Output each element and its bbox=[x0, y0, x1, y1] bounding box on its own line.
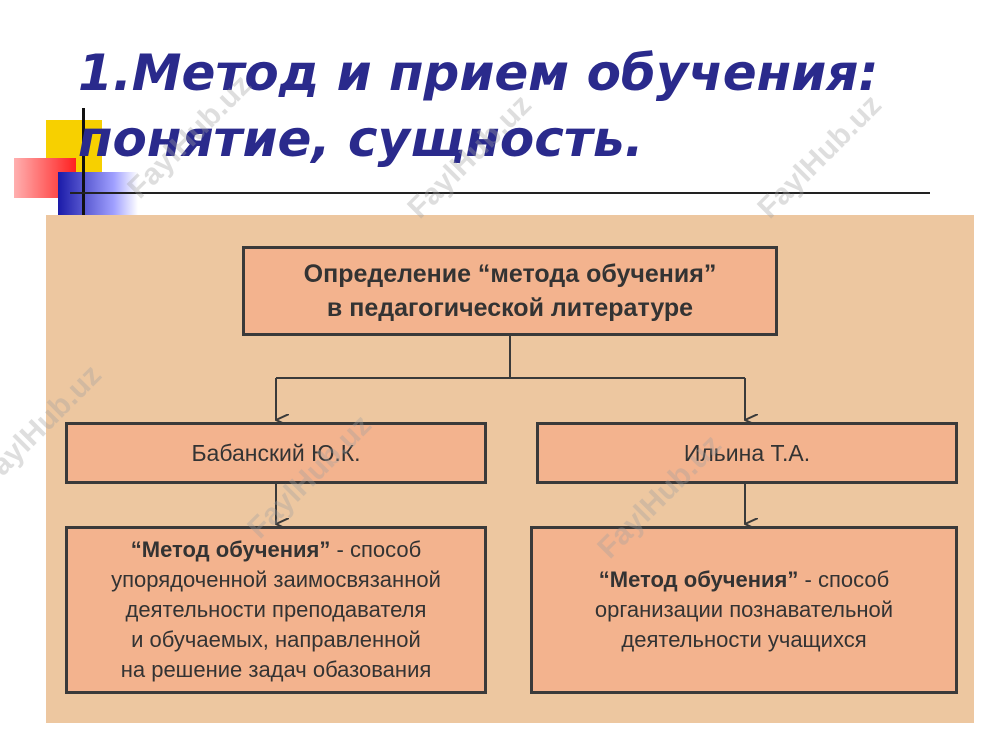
left-definition-heading: “Метод обучения” - способ bbox=[68, 535, 484, 565]
left-author-name: Бабанский Ю.К. bbox=[191, 439, 361, 466]
right-definition-rest: - способ bbox=[798, 567, 890, 592]
left-definition-line: упорядоченной заимосвязанной bbox=[111, 567, 441, 592]
right-definition-term: “Метод обучения” bbox=[598, 567, 799, 592]
right-author-name: Ильина Т.А. bbox=[683, 439, 811, 466]
left-definition-term: “Метод обучения” bbox=[130, 537, 331, 562]
left-definition-rest: - способ bbox=[330, 537, 422, 562]
left-definition-line: и обучаемых, направленной bbox=[131, 627, 421, 652]
right-definition-line: деятельности учащихся bbox=[621, 627, 867, 652]
left-definition-line: деятельности преподавателя bbox=[125, 597, 427, 622]
left-definition-box: “Метод обучения” - способ упорядоченной … bbox=[65, 526, 487, 694]
right-definition-heading: “Метод обучения” - способ bbox=[533, 565, 955, 595]
right-definition-line: организации познавательной bbox=[594, 597, 894, 622]
decor-vertical-rule bbox=[82, 108, 85, 218]
left-author-box: Бабанский Ю.К. bbox=[65, 422, 487, 484]
right-author-box: Ильина Т.А. bbox=[536, 422, 958, 484]
title-line-1: 1.Метод и прием обучения: bbox=[78, 44, 879, 102]
root-line-2: в педагогической литературе bbox=[326, 294, 694, 322]
page-title: 1.Метод и прием обучения: понятие, сущно… bbox=[78, 40, 978, 172]
decor-blue-square bbox=[58, 172, 138, 218]
right-definition-box: “Метод обучения” - способ организации по… bbox=[530, 526, 958, 694]
root-line-1: Определение “метода обучения” bbox=[303, 260, 717, 288]
decor-horizontal-rule bbox=[70, 192, 930, 194]
root-box: Определение “метода обучения” в педагоги… bbox=[242, 246, 778, 336]
left-definition-line: на решение задач обазования bbox=[120, 657, 432, 682]
title-line-2: понятие, сущность. bbox=[78, 110, 644, 168]
